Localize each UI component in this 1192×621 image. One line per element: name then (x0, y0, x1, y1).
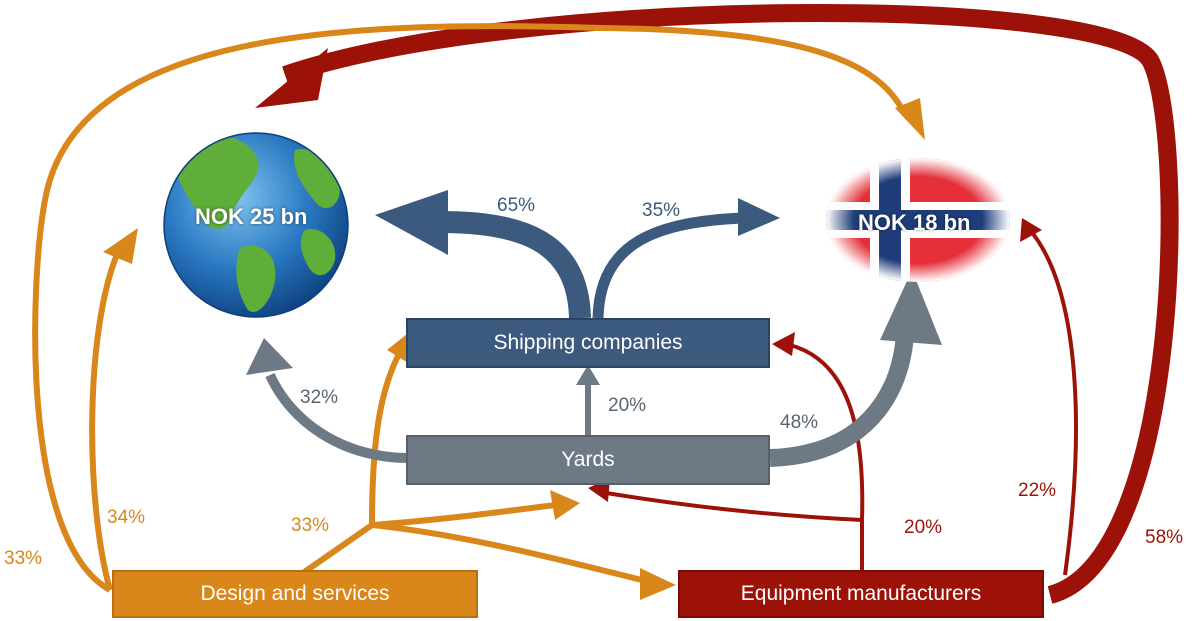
flow-shipping-to-world-arrowhead (375, 190, 448, 255)
design-services-label: Design and services (200, 582, 390, 605)
pct-equipment-world: 58% (1145, 527, 1184, 548)
flow-design-to-yards-arrowhead (550, 490, 580, 520)
flow-design-to-shipping (369, 350, 403, 526)
flow-design-to-norway (32, 23, 908, 593)
shipping-companies-box: Shipping companies (406, 318, 770, 368)
flow-equipment-to-shipping-arrowhead (772, 332, 795, 356)
design-services-box: Design and services (112, 570, 478, 618)
flow-design-to-shipping-arrowhead (387, 330, 412, 364)
pct-yards-shipping: 20% (608, 395, 647, 416)
pct-shipping-norway: 35% (642, 200, 681, 221)
flow-yards-to-world-arrowhead (246, 338, 293, 375)
pct-design-distribution: 33% (291, 515, 330, 536)
flow-design-trunk (298, 522, 374, 578)
flow-design-to-world (89, 250, 121, 591)
flow-equipment-to-shipping (789, 343, 865, 521)
pct-yards-norway: 48% (780, 412, 819, 433)
pct-design-norway: 33% (4, 548, 43, 569)
equipment-manufacturers-label: Equipment manufacturers (740, 582, 982, 605)
norway-flag-icon (826, 158, 1010, 282)
yards-label: Yards (561, 448, 615, 471)
pct-equipment-yards: 20% (904, 517, 943, 538)
yards-box: Yards (406, 435, 770, 485)
equipment-manufacturers-box: Equipment manufacturers (678, 570, 1044, 618)
flow-design-to-world-arrowhead (103, 228, 138, 264)
norway-value-label: NOK 18 bn (858, 210, 971, 235)
flow-equipment-to-yards (599, 490, 863, 522)
flow-equipment-to-norway-arrowhead (1020, 218, 1042, 242)
pct-shipping-world: 65% (497, 195, 536, 216)
flow-design-to-norway-arrowhead (895, 98, 925, 140)
flow-yards-to-norway (769, 334, 914, 467)
flow-shipping-to-world (439, 211, 591, 319)
flow-design-to-equipment-arrowhead (640, 568, 676, 600)
flow-design-to-equipment (371, 522, 651, 585)
shipping-companies-label: Shipping companies (493, 331, 683, 354)
flow-yards-to-shipping-arrowhead (576, 365, 600, 385)
flow-shipping-to-norway (592, 212, 743, 319)
flow-equipment-to-world-arrowhead (255, 48, 328, 108)
flow-shipping-to-norway-arrowhead (738, 198, 780, 236)
globe-icon (163, 132, 349, 318)
flow-equipment-to-norway (1028, 228, 1078, 576)
pct-design-world: 34% (107, 507, 146, 528)
world-value-label: NOK 25 bn (195, 204, 308, 229)
pct-yards-world: 32% (300, 387, 339, 408)
flow-design-to-yards (371, 502, 556, 528)
pct-equipment-norway: 22% (1018, 480, 1057, 501)
flow-yards-to-norway-arrowhead (880, 270, 942, 345)
flow-yards-to-world (265, 372, 411, 463)
